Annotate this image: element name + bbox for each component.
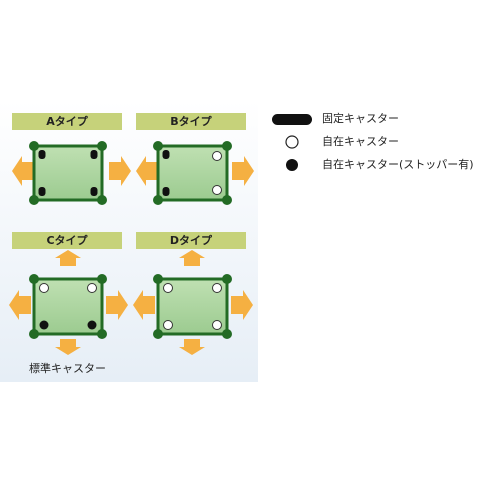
arrow-left-icon (12, 156, 34, 186)
type-d-label: Dタイプ (136, 232, 246, 249)
type-c-label: Cタイプ (12, 232, 122, 249)
corner-post (97, 329, 107, 339)
swivel-caster-icon (212, 185, 222, 195)
fixed-caster-icon (38, 150, 46, 159)
stopper-caster-icon (87, 320, 97, 330)
type-b-diagram (136, 141, 254, 205)
fixed-caster-icon (162, 150, 170, 159)
corner-post (153, 195, 163, 205)
swivel-caster-icon (87, 283, 97, 293)
swivel-caster-icon (212, 283, 222, 293)
swivel-caster-icon (39, 283, 49, 293)
corner-post (29, 329, 39, 339)
swivel-caster-icon (212, 151, 222, 161)
stopper-caster-legend-icon (286, 159, 298, 171)
arrow-left-icon (9, 290, 31, 320)
corner-post (153, 274, 163, 284)
corner-post (97, 195, 107, 205)
fixed-caster-icon (162, 187, 170, 196)
swivel-caster-icon (163, 283, 173, 293)
swivel-caster-icon (163, 320, 173, 330)
type-d-diagram (133, 250, 253, 355)
legend-swivel-label: 自在キャスター (322, 135, 399, 148)
corner-post (97, 141, 107, 151)
stopper-caster-icon (39, 320, 49, 330)
fixed-caster-icon (90, 187, 98, 196)
legend-fixed-label: 固定キャスター (322, 112, 399, 125)
arrow-left-icon (136, 156, 158, 186)
fixed-caster-legend-icon (272, 114, 312, 125)
type-c-diagram (9, 250, 128, 355)
corner-post (222, 141, 232, 151)
arrow-down-icon (179, 339, 205, 355)
corner-post (222, 329, 232, 339)
arrow-right-icon (232, 156, 254, 186)
type-a-diagram (12, 141, 131, 205)
arrow-left-icon (133, 290, 155, 320)
type-a-label: Aタイプ (12, 113, 122, 130)
corner-post (153, 329, 163, 339)
corner-post (222, 274, 232, 284)
corner-post (29, 141, 39, 151)
arrow-up-icon (179, 250, 205, 266)
fixed-caster-icon (38, 187, 46, 196)
legend-stopper-label: 自在キャスター(ストッパー有) (322, 158, 474, 171)
corner-post (222, 195, 232, 205)
fixed-caster-icon (90, 150, 98, 159)
arrow-up-icon (55, 250, 81, 266)
corner-post (29, 195, 39, 205)
swivel-caster-legend-icon (285, 135, 299, 149)
corner-post (153, 141, 163, 151)
swivel-caster-icon (212, 320, 222, 330)
type-b-label: Bタイプ (136, 113, 246, 130)
arrow-right-icon (109, 156, 131, 186)
arrow-right-icon (231, 290, 253, 320)
standard-caster-caption: 標準キャスター (29, 362, 106, 375)
corner-post (29, 274, 39, 284)
arrow-down-icon (55, 339, 81, 355)
arrow-right-icon (106, 290, 128, 320)
corner-post (97, 274, 107, 284)
